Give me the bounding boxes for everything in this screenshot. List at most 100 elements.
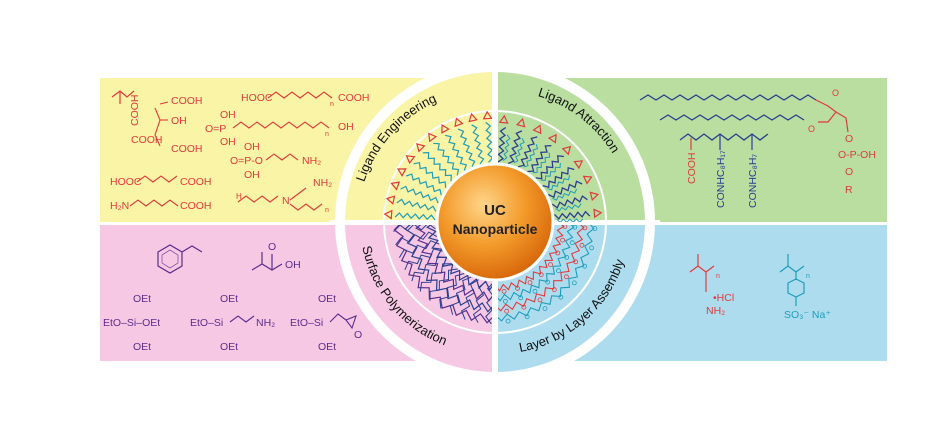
ligand-chain [422, 151, 452, 182]
attraction-terminal-triangle [547, 133, 557, 144]
phos-n: n [325, 131, 329, 138]
ligand-terminal-triangle [405, 155, 416, 165]
lbl-charge-mark [515, 285, 520, 291]
attraction-subchain [555, 203, 582, 212]
lbl-charge-mark [572, 225, 578, 230]
attraction-terminal-triangle [561, 145, 572, 156]
lbl-charge-mark [582, 263, 588, 269]
ligand-terminal-triangle [416, 143, 426, 153]
lbl-charge-mark [537, 297, 543, 303]
attraction-chain [535, 155, 564, 180]
lbl-charge-mark [562, 225, 568, 229]
ligand-chain [471, 124, 485, 165]
gptms-top: OEt [318, 293, 336, 305]
la-cooh: COOH [686, 153, 698, 185]
polymer-crosslink [411, 256, 447, 282]
peg-cooh: COOH [338, 92, 370, 104]
ligand-terminal-triangle [428, 132, 438, 143]
attraction-terminal-triangle [582, 175, 593, 185]
lbl-layer-chain [498, 225, 565, 292]
aptes-mid: EtO–Si [190, 317, 223, 329]
teos-bot: OEt [133, 341, 151, 353]
phos-tail-oh: OH [338, 121, 354, 133]
glycerol-tail [835, 111, 849, 133]
citric-cooh-bottom: COOH [171, 143, 203, 155]
citric-acid-structure: COOH OH COOH COOH [131, 95, 203, 155]
lbl-charge-mark [592, 226, 598, 231]
polymer-crosslink [439, 273, 465, 309]
pei-n: N [282, 195, 290, 207]
pah-nh2: NH₂ [706, 305, 725, 317]
aptes-bot: OEt [220, 341, 238, 353]
peg-diacid-structure: HOOC n COOH [241, 91, 370, 108]
aminoethylphosphate-structure: OH O=P-O OH NH₂ [230, 141, 321, 181]
lbl-charge-mark [504, 308, 510, 314]
lbl-charge-mark [532, 288, 538, 294]
attraction-subchain [556, 218, 584, 222]
aep-nh2: NH₂ [302, 155, 321, 167]
attraction-terminal-triangle [532, 124, 542, 135]
lbl-charge-mark [560, 237, 565, 243]
styrene-structure [157, 244, 203, 274]
attracted-chains-top-right [498, 114, 603, 222]
lbl-charge-mark [579, 242, 585, 248]
lbl-charge-mark [564, 254, 570, 260]
aep-op: O=P-O [230, 155, 263, 167]
pah-structure: n •HCl NH₂ [689, 254, 734, 317]
attraction-chain [554, 210, 591, 220]
polymer-network-bottom-left [393, 225, 492, 325]
attraction-chain [507, 130, 523, 165]
lbl-charge-mark [548, 262, 553, 268]
ligand-chain [457, 128, 476, 167]
ligand-terminal-triangle [385, 195, 396, 205]
attraction-chain [518, 136, 538, 168]
ligand-terminal-triangle [390, 181, 401, 191]
polymer-crosslink [393, 225, 436, 233]
aminohex-cooh: COOH [180, 200, 212, 212]
ligand-terminal-triangle [468, 112, 478, 123]
polymer-network-ring [426, 225, 492, 291]
attraction-terminal-triangle [593, 208, 603, 219]
attraction-terminal-triangle [589, 191, 600, 202]
pss-so3: SO₃⁻ Na⁺ [784, 309, 831, 321]
ligand-terminal-triangle [482, 110, 492, 120]
ligand-terminal-triangle [454, 117, 464, 128]
ligand-chain [485, 121, 492, 163]
polymer-network-ring [404, 225, 492, 313]
phosphonate-peg-structure: OH O=P OH n OH [205, 109, 354, 148]
ligand-chain [413, 161, 447, 188]
polymer-network-ring [393, 225, 492, 324]
aptes-top: OEt [220, 293, 238, 305]
attraction-chain [542, 166, 575, 189]
pss-structure: n SO₃⁻ Na⁺ [779, 254, 831, 321]
gptms-bot: OEt [318, 341, 336, 353]
ligand-chain [400, 185, 439, 204]
attraction-subchain [552, 188, 578, 201]
core-label-uc: UC [484, 202, 506, 219]
citric-cooh-top: COOH [171, 95, 203, 107]
copolymer-backbone [679, 133, 769, 141]
attraction-terminal-triangle [573, 160, 584, 170]
aminohex-h2n: H₂N [110, 200, 129, 212]
polymer-crosslink [449, 276, 472, 315]
polymer-crosslink [472, 281, 487, 323]
pei-n-sub: n [325, 207, 329, 214]
lbl-charge-mark [571, 280, 577, 286]
gptms-mid: EtO–Si [290, 317, 323, 329]
methacrylic-oh: OH [285, 259, 301, 271]
citric-cooh-left: COOH [131, 134, 163, 146]
la-amide-1: CONHC₈H₁₇ [715, 150, 727, 208]
ligand-engineering-structures: COOH COOH OH COOH COOH HOOC n COOH OH O=… [110, 90, 370, 214]
attraction-terminal-triangle [515, 117, 526, 128]
lbl-charge-mark [524, 314, 530, 320]
pei-nh2: NH₂ [313, 177, 332, 189]
lbl-charge-mark [502, 298, 508, 304]
pah-hcl: •HCl [713, 292, 734, 304]
lbl-charge-mark [527, 280, 533, 286]
aep-oh-top: OH [244, 141, 260, 153]
lbl-charge-mark [542, 306, 548, 312]
lbl-charge-mark [545, 279, 551, 285]
la-phos-o: O [845, 133, 853, 145]
layer-by-layer-structures: n •HCl NH₂ n SO₃⁻ Na⁺ [689, 254, 831, 321]
